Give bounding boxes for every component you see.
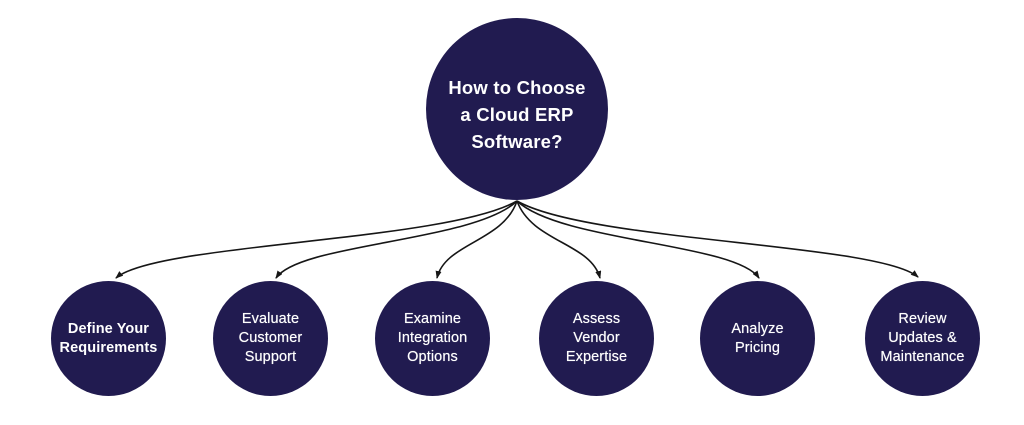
node-label-line: Vendor (573, 330, 620, 346)
node-circle-vendor-expertise: Assess Vendor Expertise (539, 281, 654, 396)
node-circle-integration-options: Examine Integration Options (375, 281, 490, 396)
node-label-line: Support (244, 349, 297, 365)
node-label-line: Analyze (731, 320, 784, 337)
node-label: Review Updates & Maintenance (880, 310, 964, 367)
hub-title: How to Choose a Cloud ERP Software? (448, 74, 585, 155)
hub-title-line: How to Choose (448, 76, 586, 98)
node-circle-analyze-pricing: Analyze Pricing (700, 281, 815, 396)
node-label-line: Integration (397, 330, 468, 346)
arrow-to-customer-support (275, 200, 518, 279)
arrow-to-vendor-expertise (516, 200, 602, 279)
node-label-line: Updates & (888, 330, 957, 346)
node-label: Examine Integration Options (398, 310, 468, 367)
node-label-line: Maintenance (880, 349, 965, 365)
node-label-line: Define Your (67, 320, 150, 337)
node-label: Analyze Pricing (731, 320, 783, 358)
node-label: Define Your Requirements (60, 320, 158, 358)
node-label-line: Evaluate (241, 311, 300, 327)
node-label-line: Requirements (59, 339, 158, 356)
node-label: Evaluate Customer Support (239, 310, 303, 367)
arrow-to-analyze-pricing (516, 200, 760, 279)
node-label-line: Assess (572, 311, 621, 327)
hub-title-line: Software? (471, 130, 563, 152)
hub-title-line: a Cloud ERP (460, 103, 574, 125)
node-label-line: Examine (403, 311, 462, 327)
node-circle-updates-maintenance: Review Updates & Maintenance (865, 281, 980, 396)
node-circle-customer-support: Evaluate Customer Support (213, 281, 328, 396)
arrow-to-updates-maintenance (516, 200, 919, 278)
node-label-line: Expertise (565, 349, 628, 365)
node-label: Assess Vendor Expertise (566, 310, 627, 367)
hub-circle: How to Choose a Cloud ERP Software? (426, 18, 608, 200)
node-label-line: Pricing (734, 339, 780, 356)
arrow-to-define-requirements (115, 200, 518, 279)
node-circle-define-requirements: Define Your Requirements (51, 281, 166, 396)
node-label-line: Review (898, 311, 947, 327)
node-label-line: Options (407, 349, 458, 365)
node-label-line: Customer (238, 330, 303, 346)
arrow-to-integration-options (435, 200, 518, 279)
